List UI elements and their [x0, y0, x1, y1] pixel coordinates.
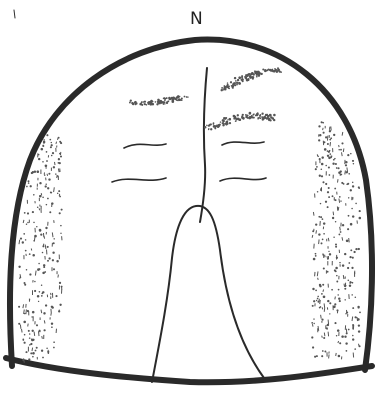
hatch-left-1 [124, 144, 166, 148]
stipple-ridge-upper-left [129, 95, 189, 106]
stipple-ridge-middle-right [204, 112, 276, 131]
hatch-right-1 [222, 142, 264, 145]
hatch-left-2 [112, 178, 166, 182]
hatch-right-2 [220, 178, 266, 181]
dome-outline [10, 40, 372, 370]
central-ridge [200, 68, 207, 222]
stipple-right-flank [311, 121, 361, 359]
base-line [6, 358, 372, 382]
stray-mark [14, 10, 15, 18]
central-valley [152, 206, 264, 382]
north-label: N [190, 9, 203, 29]
stipple-ridge-upper-right [221, 67, 282, 91]
